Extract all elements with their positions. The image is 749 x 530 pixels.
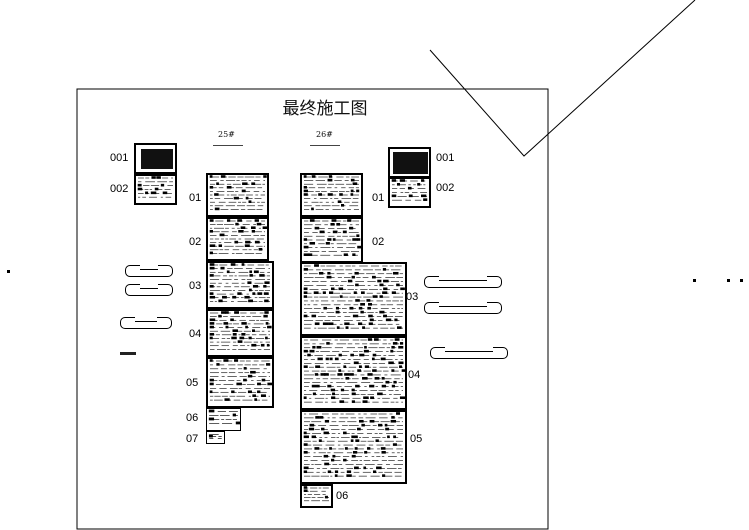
sheet-drawing: [137, 176, 173, 198]
stray-dot: [7, 270, 10, 273]
sheet-label-26-03: 03: [406, 291, 419, 303]
sheet-drawing: [303, 486, 329, 502]
cover-sheet-001-right[interactable]: [388, 147, 431, 178]
sheet-26-03[interactable]: [300, 262, 407, 336]
sheet-26-02[interactable]: [300, 217, 363, 263]
sheet-label-25-07: 07: [186, 433, 199, 445]
sheet-drawing: [303, 219, 361, 257]
stamp-shape-left-1: [125, 265, 173, 277]
stamp-shape-left-3: [120, 317, 172, 329]
sheet-label-25-06: 06: [186, 412, 199, 424]
building-26-underline: [310, 145, 340, 146]
sheet-drawing: [209, 359, 272, 401]
sheet-25-05[interactable]: [206, 357, 274, 408]
sheet-label-25-02: 02: [189, 236, 202, 248]
sheet-drawing: [303, 412, 403, 477]
sheet-26-06[interactable]: [300, 484, 333, 508]
sheet-label-26-06: 06: [336, 490, 349, 502]
stamp-shape-right-2: [424, 302, 502, 314]
sheet-label-25-01: 01: [189, 192, 202, 204]
leader-line: [429, 0, 696, 157]
sheet-label-26-04: 04: [408, 369, 421, 381]
sheet-drawing: [208, 434, 222, 439]
page-title: 最终施工图: [282, 99, 368, 119]
mark-left: [120, 352, 136, 355]
building-26-label: 26#: [316, 130, 333, 139]
building-25-label: 25#: [218, 130, 235, 139]
sheet-25-04[interactable]: [206, 309, 274, 357]
stamp-shape-left-2: [125, 284, 173, 296]
sheet-25-02[interactable]: [206, 217, 269, 261]
building-25-underline: [213, 145, 243, 146]
sheet-26-05[interactable]: [300, 410, 407, 484]
cover-sheet-002-left[interactable]: [134, 174, 177, 205]
sheet-label-001-right: 001: [436, 152, 455, 164]
stray-dot: [693, 279, 696, 282]
sheet-label-002-right: 002: [436, 182, 455, 194]
sheet-label-26-01: 01: [372, 192, 385, 204]
sheet-25-06[interactable]: [206, 408, 241, 431]
sheet-label-26-02: 02: [372, 236, 385, 248]
cover-sheet-001-left[interactable]: [134, 143, 177, 174]
sheet-drawing: [303, 175, 360, 211]
cover-sheet-002-right[interactable]: [388, 177, 431, 208]
sheet-label-25-05: 05: [186, 377, 199, 389]
sheet-26-04[interactable]: [300, 336, 407, 410]
sheet-label-26-05: 05: [410, 433, 423, 445]
sheet-label-25-04: 04: [189, 328, 202, 340]
sheet-26-01[interactable]: [300, 173, 363, 217]
sheet-drawing: [209, 263, 270, 303]
sheet-25-01[interactable]: [206, 173, 269, 217]
sheet-25-03[interactable]: [206, 261, 274, 309]
stamp-shape-right-3: [430, 347, 508, 359]
sheet-drawing: [208, 409, 240, 425]
sheet-drawing: [391, 179, 428, 201]
sheet-drawing: [209, 219, 267, 255]
sheet-label-25-03: 03: [189, 280, 202, 292]
stamp-shape-right-1: [424, 276, 502, 288]
sheet-label-001-left: 001: [110, 152, 129, 164]
sheet-drawing: [303, 264, 405, 329]
sheet-drawing: [209, 175, 267, 211]
stray-dot: [740, 279, 743, 282]
sheet-frame: [76, 88, 549, 530]
sheet-label-002-left: 002: [110, 183, 129, 195]
sheet-drawing: [303, 338, 405, 403]
sheet-25-07[interactable]: [206, 431, 225, 444]
sheet-drawing: [209, 311, 272, 350]
stray-dot: [727, 279, 730, 282]
